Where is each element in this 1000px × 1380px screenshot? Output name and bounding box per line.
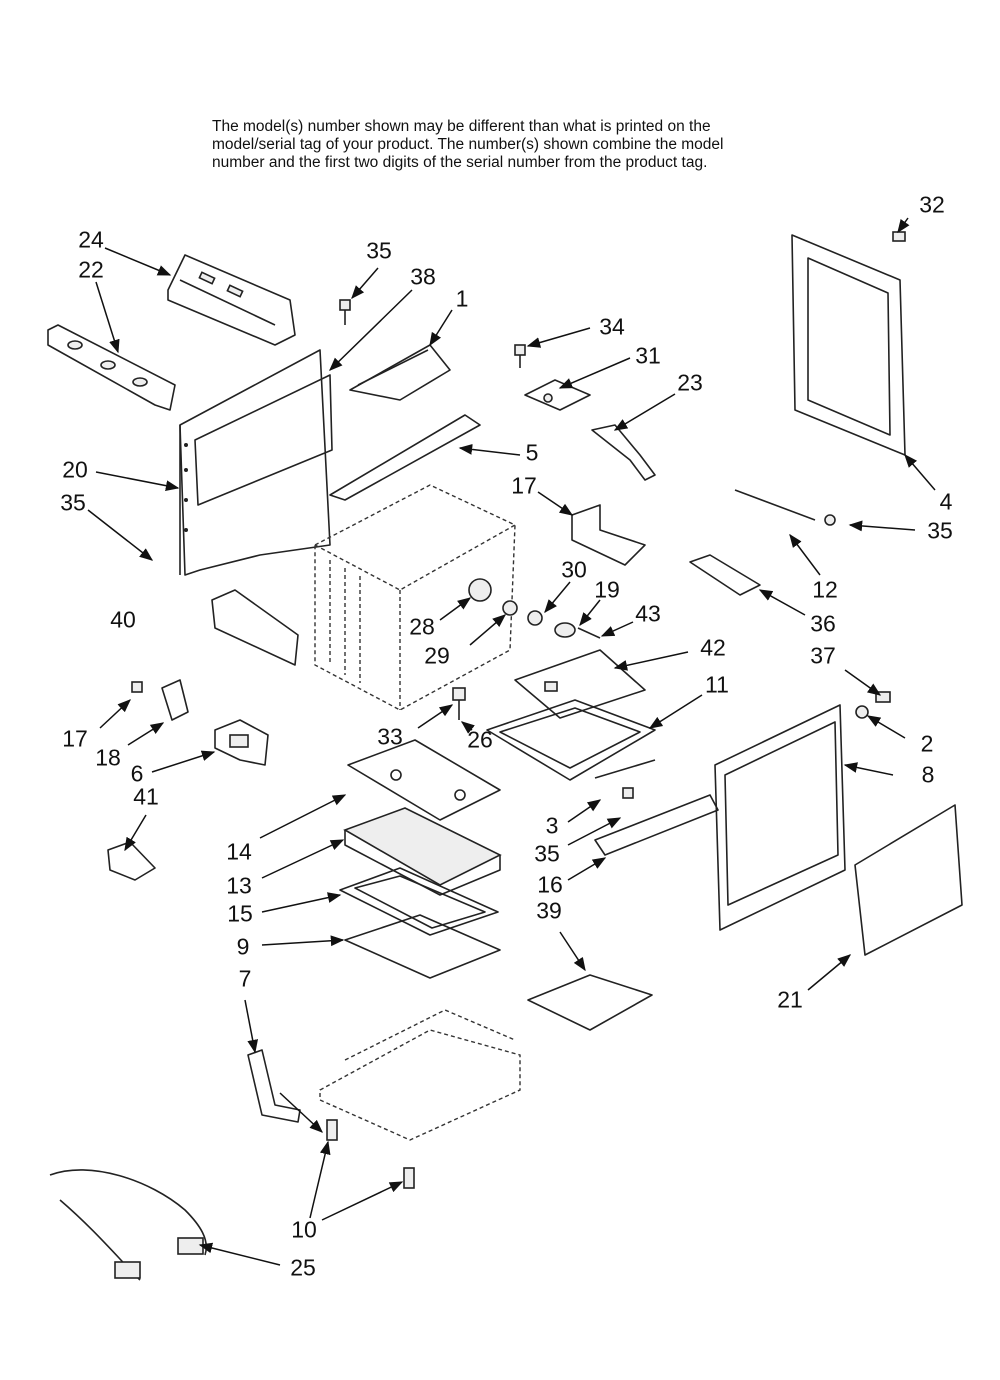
callout-22: 22 <box>78 256 104 283</box>
part-8-door <box>714 704 846 931</box>
callout-21: 21 <box>777 986 803 1013</box>
callout-36: 36 <box>810 610 836 637</box>
part-16-rail <box>594 759 719 856</box>
callout-37: 37 <box>810 642 836 669</box>
callout-4: 4 <box>939 488 953 515</box>
part-9-panel <box>344 914 501 979</box>
part-23-strap <box>591 424 656 481</box>
callout-40: 40 <box>110 606 136 633</box>
callout-35: 35 <box>366 237 392 264</box>
callout-17: 17 <box>62 725 88 752</box>
callout-19: 19 <box>594 576 620 603</box>
part-5-front-rail <box>329 414 481 501</box>
part-22-rail <box>47 324 176 411</box>
part-21-gasket <box>854 804 963 956</box>
part-14-burner-tray <box>347 739 501 821</box>
part-42-tray <box>514 649 646 719</box>
part-24-rail <box>167 254 296 346</box>
callout-42: 42 <box>700 634 726 661</box>
part-33-igniter <box>452 687 466 720</box>
callout-31: 31 <box>635 342 661 369</box>
callout-18: 18 <box>95 744 121 771</box>
callout-14: 14 <box>226 838 252 865</box>
part-1-bracket <box>349 344 451 401</box>
callout-3: 3 <box>545 812 559 839</box>
callout-7: 7 <box>238 965 252 992</box>
part-36-plate <box>689 554 761 596</box>
callout-26: 26 <box>467 726 493 753</box>
callout-20: 20 <box>62 456 88 483</box>
callout-32: 32 <box>919 191 945 218</box>
callout-39: 39 <box>536 897 562 924</box>
callout-9: 9 <box>236 933 250 960</box>
oven-cavity <box>314 484 516 711</box>
part-13-insulation <box>343 807 502 896</box>
part-2-knob <box>855 691 891 719</box>
part-7-bracket <box>247 1049 301 1123</box>
callout-8: 8 <box>921 761 935 788</box>
note-line-3: number and the first two digits of the s… <box>212 154 708 171</box>
note-line-2: model/serial tag of your product. The nu… <box>212 136 724 153</box>
part-31-bracket <box>524 379 591 411</box>
callout-12: 12 <box>812 576 838 603</box>
part-34-screw <box>514 344 526 368</box>
part-6-box <box>214 719 269 766</box>
part-25-cable <box>49 1169 207 1281</box>
callout-35: 35 <box>60 489 86 516</box>
callout-35: 35 <box>927 517 953 544</box>
callout-29: 29 <box>424 642 450 669</box>
part-35-screw-top <box>339 299 351 325</box>
callout-17: 17 <box>511 472 537 499</box>
callout-2: 2 <box>920 730 934 757</box>
callout-1: 1 <box>455 285 469 312</box>
callout-33: 33 <box>377 723 403 750</box>
callout-10: 10 <box>291 1216 317 1243</box>
part-12-rod <box>734 489 836 526</box>
callout-43: 43 <box>635 600 661 627</box>
part-11-bottom-panel <box>486 699 656 781</box>
part-15-box <box>339 867 499 936</box>
callout-25: 25 <box>290 1254 316 1281</box>
part-18-bracket <box>131 679 189 721</box>
callout-16: 16 <box>537 871 563 898</box>
callout-24: 24 <box>78 226 104 253</box>
callout-5: 5 <box>525 439 539 466</box>
callout-34: 34 <box>599 313 625 340</box>
leader-lines <box>87 217 936 1266</box>
part-17-deflector <box>571 504 646 566</box>
part-10-legs <box>326 1119 415 1189</box>
part-burner-assembly <box>468 578 601 639</box>
part-39-plate <box>527 974 653 1031</box>
part-32-clip <box>892 231 906 242</box>
part-40-shield <box>211 589 299 666</box>
callout-6: 6 <box>130 760 144 787</box>
callout-38: 38 <box>410 263 436 290</box>
part-41-bracket <box>107 841 156 881</box>
callout-15: 15 <box>227 900 253 927</box>
callout-23: 23 <box>677 369 703 396</box>
callout-28: 28 <box>409 613 435 640</box>
callout-30: 30 <box>561 556 587 583</box>
part-20-side-panel <box>179 349 333 576</box>
part-4-door-frame <box>791 234 906 456</box>
callout-13: 13 <box>226 872 252 899</box>
callout-35: 35 <box>534 840 560 867</box>
note-line-1: The model(s) number shown may be differe… <box>212 118 711 135</box>
lower-frame <box>319 1009 521 1141</box>
callout-41: 41 <box>133 783 159 810</box>
model-note: The model(s) number shown may be differe… <box>212 118 812 172</box>
callout-11: 11 <box>705 671 729 698</box>
